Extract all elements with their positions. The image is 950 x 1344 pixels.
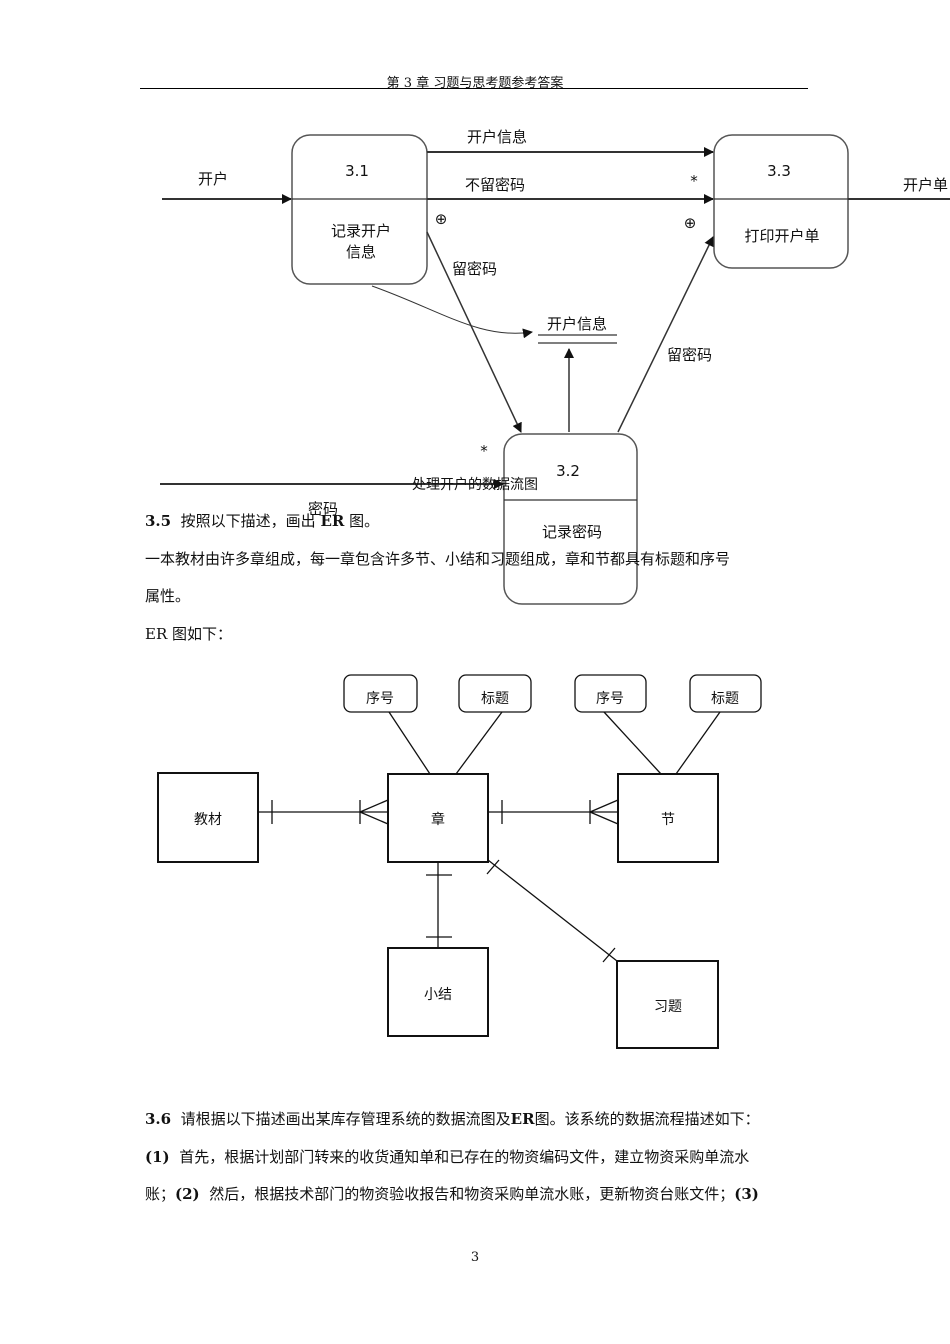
section-3-5-title: 3.5 按照以下描述，画出 ER 图。 (145, 510, 379, 531)
entity-box (387, 773, 489, 863)
flow-keep-password-2 (617, 236, 714, 433)
entity-box (617, 773, 719, 863)
section-3-5-desc: 一本教材由许多章组成，每一章包含许多节、小结和习题组成，章和节都具有标题和序号 (145, 550, 731, 568)
flow-keep-password-1 (426, 231, 522, 433)
process-id: 3.1 (345, 162, 369, 180)
attribute-box (689, 674, 762, 713)
er-diagram: 序号 标题 序号 标题 教材 章 节 小结 习题 (157, 674, 762, 1049)
attribute-label: 序号 (366, 691, 394, 707)
attribute-box (343, 674, 418, 713)
process-3-3: 3.3 打印开户单 (713, 134, 849, 269)
entity-label: 章 (431, 811, 445, 828)
section-number: 3.5 (145, 512, 172, 530)
text: 请根据以下描述画出某库存管理系统的数据流图及 (180, 1110, 511, 1128)
attribute-label: 标题 (481, 691, 509, 707)
section-3-6-line1: 3.6 请根据以下描述画出某库存管理系统的数据流图及ER图。该系统的数据流程描述… (145, 1108, 760, 1129)
attribute-label: 序号 (596, 691, 624, 707)
text: 然后，根据技术部门的物资验收报告和物资采购单流水账，更新物资台账文件； (209, 1185, 735, 1203)
flow-label: 开户单 (903, 176, 948, 194)
process-id: 3.3 (767, 162, 791, 180)
flow-label: 密码 (308, 500, 338, 518)
store-label: 开户信息 (547, 315, 607, 333)
flow-label: 不留密码 (465, 176, 525, 194)
er-intro: ER 图如下： (145, 625, 233, 643)
entity-box (616, 960, 719, 1049)
section-number: 3.6 (145, 1110, 172, 1128)
flow-label: 开户 (198, 170, 228, 188)
flow-to-store (371, 285, 533, 339)
flow-label: 留密码 (452, 260, 497, 278)
flow-label: 留密码 (667, 346, 712, 364)
flow-label: 开户信息 (467, 128, 527, 146)
title-text: ER (320, 512, 345, 530)
text: 图。该系统的数据流程描述如下： (534, 1110, 760, 1128)
process-name: 记录密码 (542, 523, 602, 541)
section-3-6-line3: 账；(2) 然后，根据技术部门的物资验收报告和物资采购单流水账，更新物资台账文件… (145, 1183, 759, 1204)
entity-label: 教材 (194, 812, 222, 828)
diagram-caption: 处理开户的数据流图 (412, 476, 538, 493)
attribute-box (458, 674, 532, 713)
process-3-1: 3.1 记录开户 信息 (291, 134, 428, 285)
entity-label: 小结 (424, 987, 452, 1003)
title-text: 图。 (349, 512, 380, 530)
star-symbol: * (480, 442, 488, 460)
text: 账； (145, 1185, 176, 1203)
page-header: 第 3 章 习题与思考题参考答案 (386, 76, 564, 91)
text: ER (510, 1110, 535, 1128)
text: (3) (734, 1185, 759, 1203)
data-flow-diagram: 3.1 记录开户 信息 3.3 打印开户单 3.2 记录密码 开户 开户信息 不… (160, 128, 950, 605)
process-name: 记录开户 (331, 222, 391, 240)
header-rule (140, 88, 808, 89)
process-id: 3.2 (556, 462, 580, 480)
entity-box (387, 947, 489, 1037)
process-name: 信息 (346, 243, 376, 261)
section-3-6-line2: (1) 首先，根据计划部门转来的收货通知单和已存在的物资编码文件，建立物资采购单… (145, 1146, 749, 1167)
section-3-5-desc: 属性。 (145, 587, 191, 605)
text: (1) (145, 1148, 170, 1166)
attribute-box (574, 674, 647, 713)
data-store: 开户信息 (538, 315, 617, 344)
page-number: 3 (470, 1250, 480, 1265)
attribute-label: 标题 (711, 691, 739, 707)
process-3-2: 3.2 记录密码 (503, 433, 638, 605)
text: (2) (175, 1185, 200, 1203)
star-symbol: * (690, 172, 698, 190)
entity-label: 节 (661, 812, 675, 828)
text: 首先，根据计划部门转来的收货通知单和已存在的物资编码文件，建立物资采购单流水 (179, 1148, 750, 1166)
xor-symbol: ⊕ (684, 214, 697, 232)
entity-label: 习题 (654, 999, 682, 1015)
process-name: 打印开户单 (744, 227, 819, 245)
title-text: 按照以下描述，画出 (180, 512, 316, 530)
xor-symbol: ⊕ (435, 210, 448, 228)
entity-box (157, 772, 259, 863)
